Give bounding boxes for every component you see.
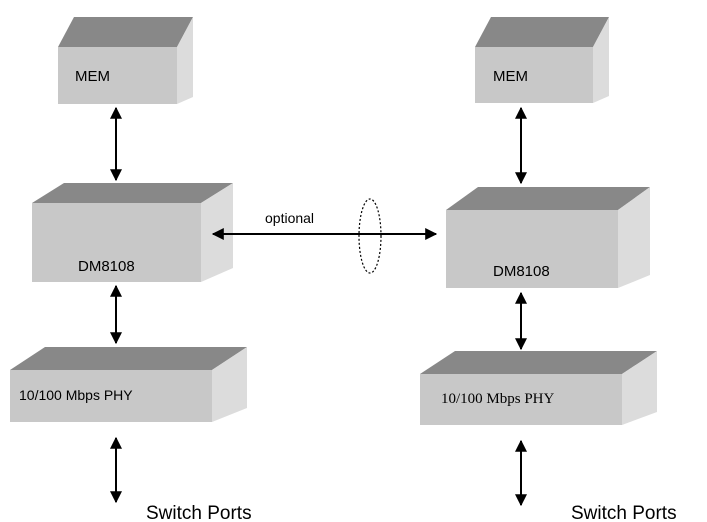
optional-link-label: optional [265, 210, 314, 226]
left-ports-label: Switch Ports [146, 503, 252, 522]
right-phy-label: 10/100 Mbps PHY [441, 391, 555, 407]
right-switch-label: DM8108 [493, 263, 550, 280]
left-switch-box: DM8108 [32, 183, 233, 282]
right-ports-label: Switch Ports [571, 503, 677, 522]
left-mem-label: MEM [75, 68, 110, 85]
left-phy-box: 10/100 Mbps PHY [10, 347, 247, 422]
optional-link-ellipse [358, 198, 382, 274]
right-mem-box: MEM [475, 17, 609, 103]
right-phy-box: 10/100 Mbps PHY [420, 351, 657, 425]
left-phy-label: 10/100 Mbps PHY [19, 387, 133, 403]
right-mem-label: MEM [493, 68, 528, 85]
left-switch-label: DM8108 [78, 258, 135, 275]
right-switch-box: DM8108 [446, 187, 650, 288]
left-mem-box: MEM [58, 17, 193, 104]
